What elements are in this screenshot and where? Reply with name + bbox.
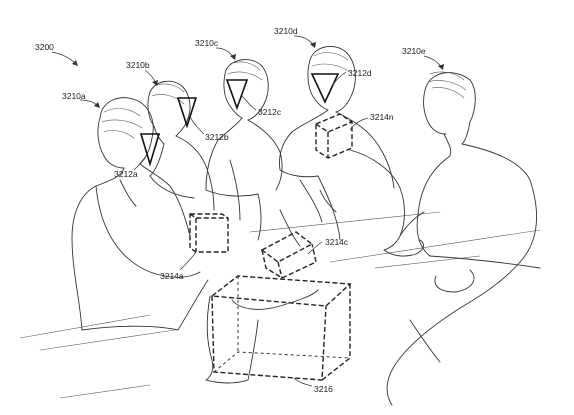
label-view-a: 3212a (114, 169, 138, 179)
person-b (147, 80, 215, 211)
view-triangle-a (139, 133, 161, 167)
label-object-c: 3214c (325, 237, 349, 247)
person-e (386, 71, 541, 406)
reference-labels: 3200 3210a 3210b 3210c 3210d 3210e 3212a… (35, 26, 426, 394)
label-view-b: 3212b (205, 132, 229, 142)
object-box-shared (210, 275, 352, 381)
view-triangle-c (225, 79, 249, 111)
label-group: 3200 (35, 42, 54, 52)
leader-lines (51, 35, 444, 387)
object-boxes (189, 113, 353, 381)
label-person-e: 3210e (402, 46, 426, 56)
view-triangle-b (176, 97, 198, 129)
label-object-a: 3214a (160, 271, 184, 281)
person-d (279, 45, 425, 257)
label-view-d: 3212d (348, 68, 372, 78)
label-person-a: 3210a (62, 91, 86, 101)
person-c (205, 59, 283, 241)
label-person-c: 3210c (195, 38, 219, 48)
object-box-n (315, 113, 353, 159)
view-markers (139, 73, 340, 167)
floor-lines (19, 211, 541, 399)
label-object-shared: 3216 (314, 384, 333, 394)
lower-figures (205, 189, 337, 384)
label-person-d: 3210d (274, 26, 298, 36)
label-view-c: 3212c (258, 107, 282, 117)
label-object-n: 3214n (370, 112, 394, 122)
label-person-b: 3210b (126, 60, 150, 70)
person-a (71, 97, 209, 331)
view-triangle-d (310, 73, 340, 104)
object-box-a (189, 213, 229, 253)
object-box-c (260, 231, 317, 279)
